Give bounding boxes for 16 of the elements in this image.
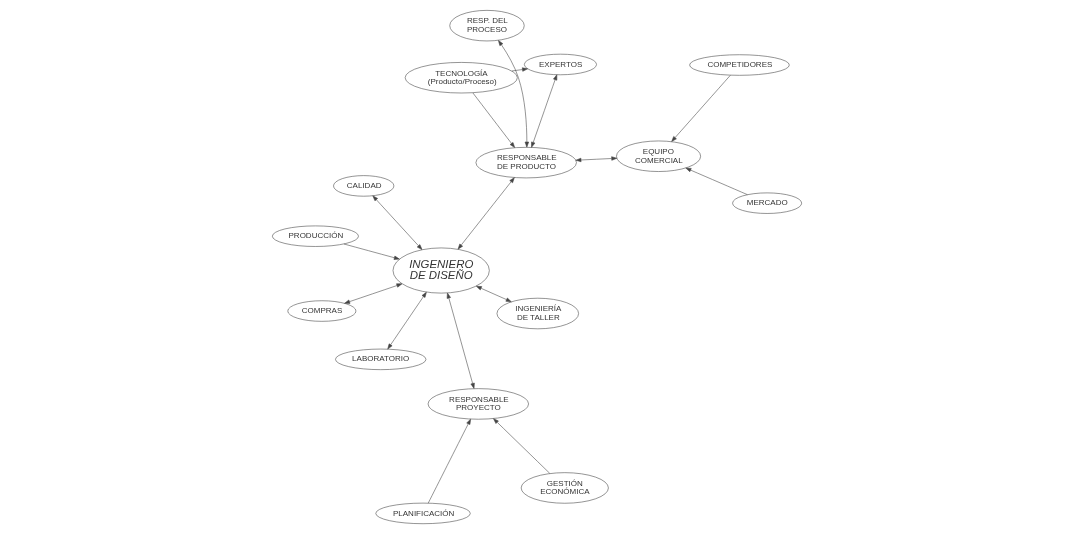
arrow [386, 291, 427, 350]
arrow [446, 292, 475, 389]
arrow [497, 40, 529, 148]
arrow [427, 418, 471, 504]
arrow [475, 285, 512, 302]
arrow [343, 243, 400, 260]
arrow [575, 156, 617, 163]
arrow [492, 418, 550, 474]
arrow [472, 92, 515, 148]
arrow [372, 195, 422, 250]
arrow [530, 74, 557, 148]
arrow [457, 177, 515, 250]
arrow [511, 67, 528, 72]
arrow [685, 167, 748, 195]
arrow [343, 283, 402, 304]
arrow [670, 75, 731, 142]
